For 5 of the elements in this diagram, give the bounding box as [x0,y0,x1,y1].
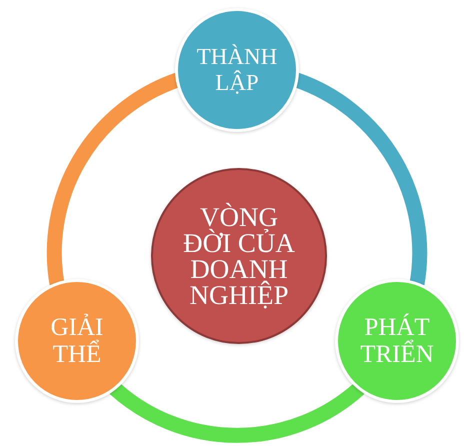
center-title: VÒNG ĐỜI CỦA DOANH NGHIỆP [182,204,296,308]
ring-arc [110,382,364,443]
stage-label: THÀNH LẬP [196,44,278,96]
stage-label: PHÁT TRIỂN [359,314,435,368]
stage-label: GIẢI THỂ [50,314,104,368]
